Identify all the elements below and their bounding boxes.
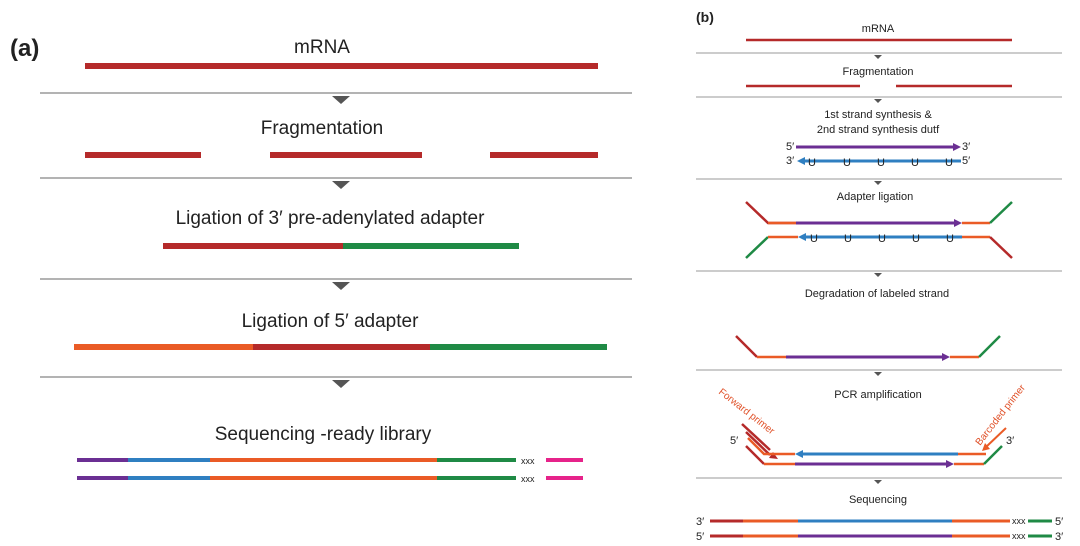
- uracil-mark: U: [844, 233, 852, 245]
- arrowhead-icon: [798, 233, 806, 241]
- adapter-arm: [989, 236, 1013, 259]
- uracil-mark: U: [843, 157, 851, 169]
- xxx-label: xxx: [1012, 531, 1026, 541]
- uracil-mark: U: [810, 233, 818, 245]
- step-3prime-ligation-label: Ligation of 3′ pre-adenylated adapter: [176, 208, 486, 229]
- five-prime-label: 5′: [730, 435, 738, 447]
- panel-a: (a) mRNA Fragmentation Ligation of 3′ pr…: [10, 35, 632, 484]
- adapter-arm: [978, 335, 1001, 358]
- step-fragmentation-label: Fragmentation: [261, 118, 384, 139]
- three-prime-label: 3′: [962, 141, 970, 153]
- five-prime-label: 5′: [696, 531, 704, 543]
- b-step-mrna-label: mRNA: [862, 23, 895, 35]
- adapter-arm: [735, 335, 758, 358]
- arrowhead-icon: [795, 450, 803, 458]
- arrowhead-icon: [769, 452, 778, 459]
- three-prime-label: 3′: [696, 516, 704, 528]
- step-arrow-icon: [874, 273, 882, 277]
- xxx-label: xxx: [521, 474, 535, 484]
- arrowhead-icon: [953, 143, 961, 151]
- uracil-mark: U: [911, 157, 919, 169]
- uracil-mark: U: [945, 157, 953, 169]
- five-prime-label: 5′: [1055, 516, 1063, 528]
- step-arrow-icon: [332, 181, 350, 189]
- arrowhead-icon: [954, 219, 962, 227]
- sequencing-read-bottom: 5′ xxx 3′: [696, 531, 1063, 543]
- b-step-synthesis-label-2: 2nd strand synthesis dutf: [817, 124, 940, 136]
- adapter-arm: [983, 445, 1003, 465]
- uracil-marks: U U U U U: [808, 157, 953, 169]
- five-prime-label: 5′: [962, 155, 970, 167]
- uracil-mark: U: [808, 157, 816, 169]
- forward-primer: [741, 423, 771, 451]
- uracil-mark: U: [912, 233, 920, 245]
- step-arrow-icon: [874, 55, 882, 59]
- uracil-mark: U: [877, 157, 885, 169]
- arrowhead-icon: [946, 460, 954, 468]
- uracil-mark: U: [878, 233, 886, 245]
- panel-b-tag: (b): [696, 9, 714, 25]
- xxx-label: xxx: [521, 456, 535, 466]
- sequencing-read-top: 3′ xxx 5′: [696, 516, 1063, 528]
- forward-primer: [745, 431, 771, 456]
- panel-b: (b) mRNA Fragmentation 1st strand synthe…: [696, 9, 1063, 543]
- b-step-sequencing-label: Sequencing: [849, 494, 907, 506]
- arrowhead-icon: [942, 353, 950, 361]
- b-step-pcr-label: PCR amplification: [834, 389, 921, 401]
- adapter-arm: [745, 201, 796, 225]
- three-prime-label: 3′: [1006, 435, 1014, 447]
- adapter-arm: [745, 236, 769, 259]
- b-step-adapter-ligation-label: Adapter ligation: [837, 191, 913, 203]
- step-arrow-icon: [332, 282, 350, 290]
- xxx-label: xxx: [1012, 516, 1026, 526]
- step-arrow-icon: [332, 380, 350, 388]
- step-library-label: Sequencing -ready library: [215, 424, 432, 445]
- adapter-arm: [989, 201, 1013, 224]
- step-arrow-icon: [874, 99, 882, 103]
- template-arm: [747, 437, 795, 456]
- barcoded-primer-label: Barcoded primer: [974, 382, 1029, 448]
- step-arrow-icon: [874, 181, 882, 185]
- step-arrow-icon: [874, 372, 882, 376]
- step-arrow-icon: [332, 96, 350, 104]
- library-strand-bottom: xxx: [77, 474, 583, 484]
- b-step-degradation-label: Degradation of labeled strand: [805, 288, 949, 300]
- barcoded-primer: [985, 427, 1007, 448]
- library-strand-top: xxx: [77, 456, 583, 466]
- step-mrna-label: mRNA: [294, 37, 350, 58]
- b-step-synthesis-label-1: 1st strand synthesis &: [824, 109, 932, 121]
- step-5prime-ligation-label: Ligation of 5′ adapter: [242, 311, 419, 332]
- step-arrow-icon: [874, 480, 882, 484]
- panel-a-tag: (a): [10, 35, 39, 62]
- uracil-marks: U U U U U: [810, 233, 954, 245]
- three-prime-label: 3′: [1055, 531, 1063, 543]
- five-prime-label: 5′: [786, 141, 794, 153]
- uracil-mark: U: [946, 233, 954, 245]
- arrowhead-icon: [982, 443, 990, 451]
- three-prime-label: 3′: [786, 155, 794, 167]
- arrowhead-icon: [797, 157, 805, 165]
- template-arm: [745, 445, 765, 465]
- b-step-fragmentation-label: Fragmentation: [843, 66, 914, 78]
